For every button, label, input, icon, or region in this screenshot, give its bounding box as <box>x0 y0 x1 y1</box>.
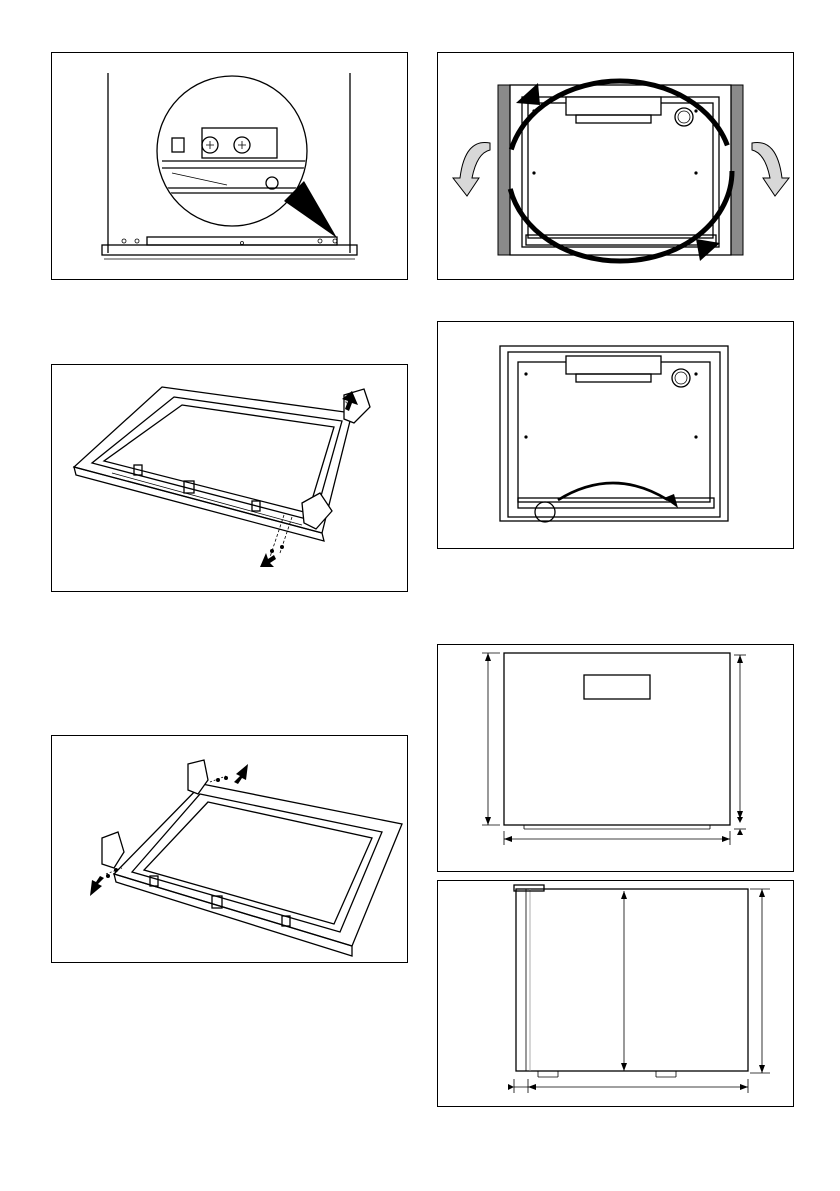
hinge-screw-detail-drawing <box>52 53 409 281</box>
door-lower-rotate-drawing <box>438 322 795 550</box>
side-dimensions-drawing <box>438 881 795 1108</box>
panel-hinge-removal <box>51 364 408 592</box>
hinge-removal-drawing <box>52 365 409 593</box>
panel-door-lower-rotate <box>437 321 794 549</box>
magnifier-circle <box>157 76 307 226</box>
panel-door-rotate <box>437 52 794 280</box>
front-dimensions-drawing <box>438 645 795 873</box>
panel-front-dimensions <box>437 644 794 872</box>
panel-hinge-install <box>51 735 408 963</box>
detail-circle-marker <box>535 502 555 522</box>
panel-hinge-screw-detail <box>51 52 408 280</box>
hinge-install-drawing <box>52 736 409 964</box>
door-rotate-drawing <box>438 53 795 281</box>
panel-side-dimensions <box>437 880 794 1107</box>
